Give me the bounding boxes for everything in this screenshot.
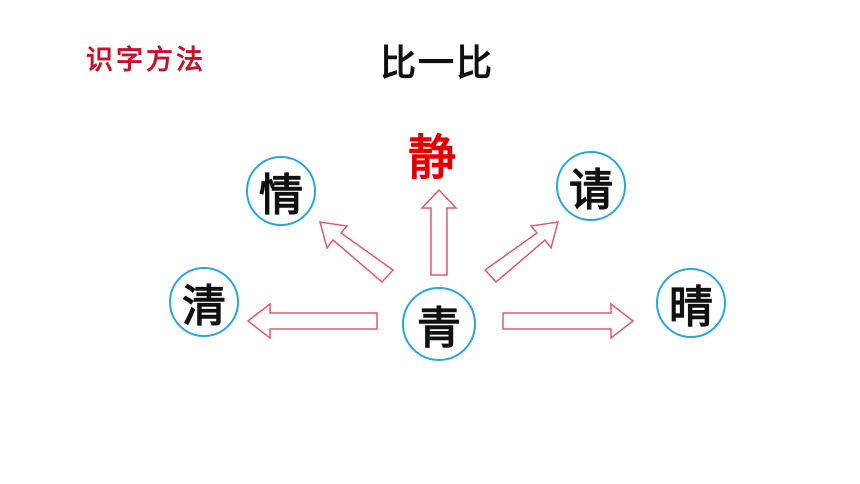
- upper-right-character: 请: [556, 151, 626, 221]
- top-character: 静: [408, 130, 457, 186]
- arrow-up: [420, 188, 458, 276]
- left-character: 清: [169, 267, 239, 337]
- arrow-upper-left: [318, 221, 395, 284]
- upper-left-character: 情: [246, 156, 316, 226]
- right-character: 晴: [656, 268, 726, 338]
- arrow-upper-right: [483, 221, 560, 284]
- arrow-left: [246, 302, 378, 340]
- method-label: 识字方法: [86, 45, 206, 76]
- arrow-right: [502, 302, 635, 340]
- page-title: 比一比: [380, 43, 495, 84]
- center-character: 青: [402, 287, 476, 361]
